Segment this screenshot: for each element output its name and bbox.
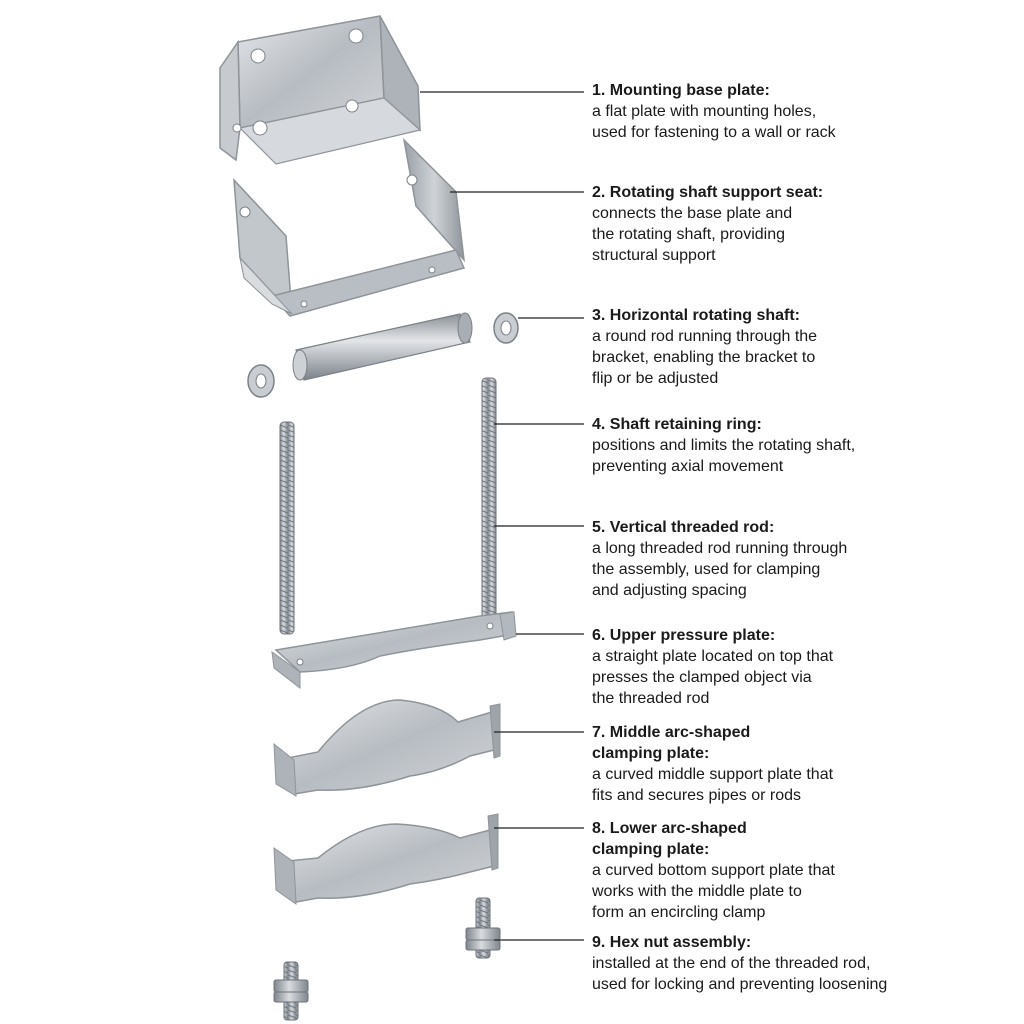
callout-horizontal-rotating-shaft: 3. Horizontal rotating shaft: a round ro… — [592, 305, 1012, 389]
middle-arc-clamping-plate-illustration — [273, 699, 501, 797]
callout-hex-nut-assembly: 9. Hex nut assembly: installed at the en… — [592, 932, 1012, 995]
hex-nut-assembly-illustration — [273, 897, 501, 1021]
callout-title: 4. Shaft retaining ring: — [592, 416, 762, 433]
callout-title: 5. Vertical threaded rod: — [592, 519, 775, 536]
callout-title: 1. Mounting base plate: — [592, 82, 770, 99]
lower-arc-clamping-plate-illustration — [273, 813, 499, 905]
callout-description: installed at the end of the threaded rod… — [592, 955, 888, 993]
callout-mounting-base-plate: 1. Mounting base plate: a flat plate wit… — [592, 80, 1012, 143]
mounting-base-plate-illustration — [219, 15, 422, 165]
callout-title: 9. Hex nut assembly: — [592, 934, 752, 951]
callout-title: 6. Upper pressure plate: — [592, 627, 776, 644]
callout-vertical-threaded-rod: 5. Vertical threaded rod: a long threade… — [592, 517, 1012, 601]
upper-pressure-plate-illustration — [271, 611, 517, 690]
shaft-retaining-ring-illustration — [247, 312, 519, 398]
callout-rotating-shaft-support-seat: 2. Rotating shaft support seat: connects… — [592, 182, 1012, 266]
callout-title: 3. Horizontal rotating shaft: — [592, 307, 800, 324]
callout-shaft-retaining-ring: 4. Shaft retaining ring: positions and l… — [592, 414, 1012, 477]
callout-upper-pressure-plate: 6. Upper pressure plate: a straight plat… — [592, 625, 1012, 709]
callout-description: a flat plate with mounting holes,used fo… — [592, 103, 836, 141]
rotating-shaft-support-seat-illustration — [233, 137, 466, 317]
callout-title: 2. Rotating shaft support seat: — [592, 184, 824, 201]
callout-description: positions and limits the rotating shaft,… — [592, 437, 856, 475]
vertical-threaded-rod-illustration — [279, 377, 497, 637]
horizontal-rotating-shaft-illustration — [292, 312, 473, 381]
